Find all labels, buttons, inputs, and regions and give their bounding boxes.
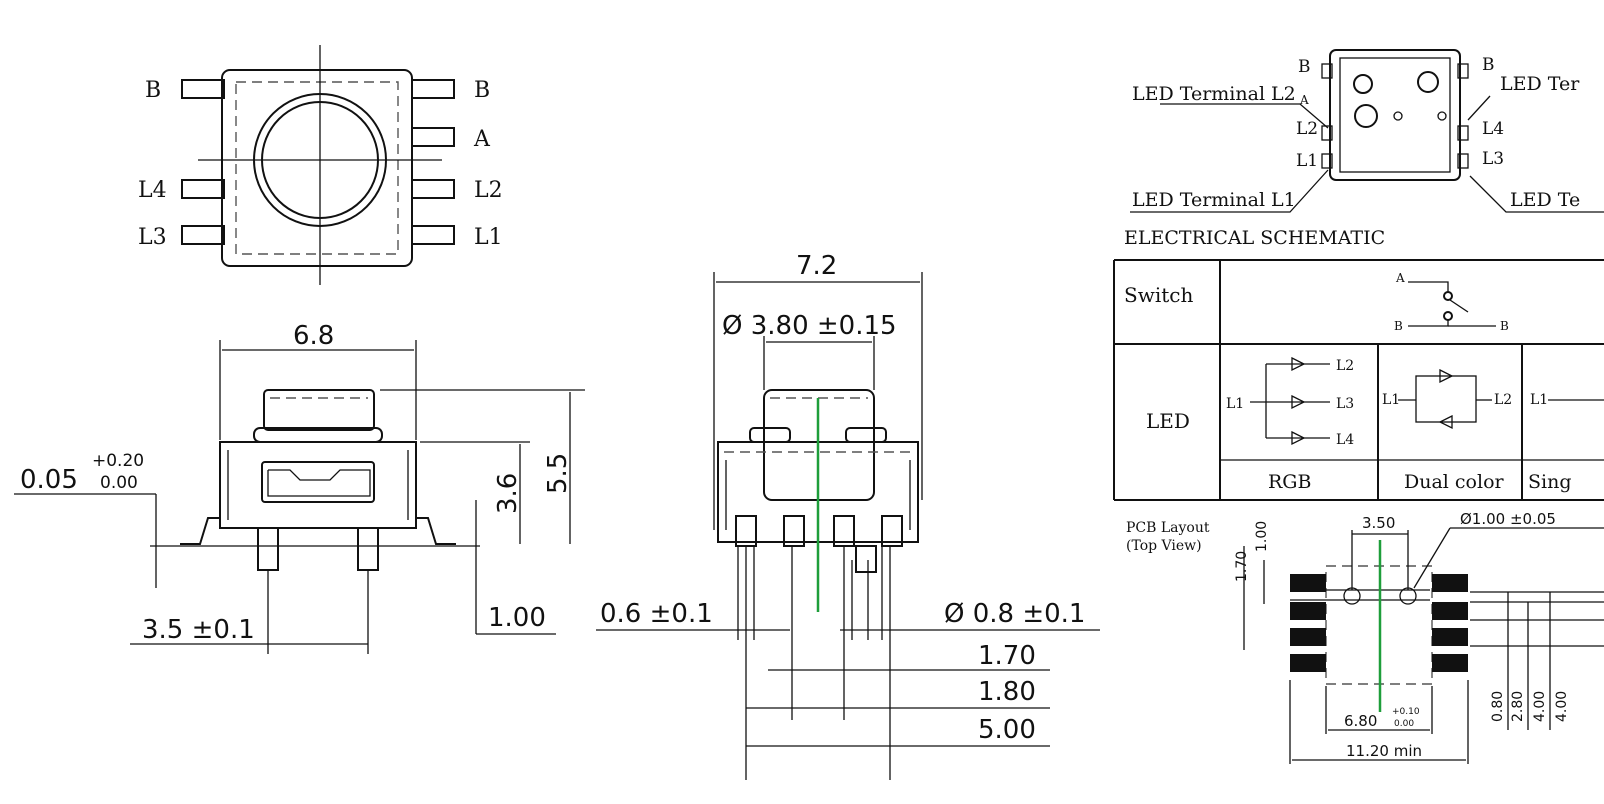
dim-tolerance-value: 0.05 [20, 465, 78, 495]
row-switch-label: Switch [1124, 283, 1193, 307]
rgb-pin-l4: L4 [1336, 432, 1354, 448]
dim-1-80: 1.80 [978, 677, 1036, 707]
col-rgb: RGB [1268, 471, 1311, 493]
top-label-l3: L3 [138, 225, 167, 250]
pcb-dim-1-70: 1.70 [1234, 551, 1250, 582]
pcb-dim-4-00-b: 4.00 [1554, 691, 1570, 722]
led-pin-b-right: B [1482, 55, 1495, 75]
electrical-schematic: ELECTRICAL SCHEMATIC Switch LED A B B L1… [1113, 227, 1604, 501]
pcb-layout: PCB Layout (Top View) 1.70 1.00 3.50 Ø1.… [1126, 510, 1604, 764]
led-terminal-l1: LED Terminal L1 [1132, 189, 1296, 211]
pcb-dim-6-80: 6.80 [1344, 712, 1377, 730]
rgb-pin-l3: L3 [1336, 396, 1354, 412]
dual-pin-l2: L2 [1494, 392, 1512, 408]
dim-width-6-8: 6.8 [293, 321, 334, 351]
side-view: 6.8 5.5 3.6 0.05 +0.20 0.00 3.5 ±0.1 1.0… [14, 321, 585, 654]
top-label-b-right: B [474, 78, 490, 103]
switch-pin-a: A [1395, 271, 1405, 285]
schematic-title: ELECTRICAL SCHEMATIC [1124, 227, 1385, 249]
dim-height-3-6: 3.6 [493, 473, 523, 514]
led-pin-b-left: B [1298, 57, 1311, 77]
rgb-pin-l2: L2 [1336, 358, 1354, 374]
dim-tolerance-plus: +0.20 [92, 451, 144, 471]
dim-pin-width: 0.6 ±0.1 [600, 599, 713, 629]
pcb-dim-6-80-minus: 0.00 [1394, 719, 1414, 729]
top-label-b-left: B [145, 78, 161, 103]
pcb-dim-2-80: 2.80 [1510, 691, 1526, 722]
switch-pin-b-right: B [1500, 319, 1509, 333]
pcb-title-line2: (Top View) [1126, 538, 1202, 554]
top-label-l4: L4 [138, 178, 167, 203]
led-pin-l4: L4 [1482, 119, 1504, 139]
pcb-dim-0-80: 0.80 [1490, 691, 1506, 722]
dim-pin-diameter: Ø 0.8 ±0.1 [944, 599, 1085, 629]
col-single: Sing [1528, 471, 1572, 493]
single-pin-l1: L1 [1530, 392, 1548, 408]
pcb-dim-11-20: 11.20 min [1346, 742, 1422, 760]
dim-pin-pitch: 3.5 ±0.1 [142, 615, 255, 645]
dim-standoff: 1.00 [488, 603, 546, 633]
col-dual-color: Dual color [1404, 471, 1505, 493]
led-terminal-l2: LED Terminal L2 [1132, 83, 1296, 105]
top-view: B L4 L3 B A L2 L1 [138, 45, 503, 285]
led-pin-l3: L3 [1482, 149, 1504, 169]
led-pin-l1: L1 [1296, 151, 1318, 171]
led-terminal-view: LED Terminal L2 LED Terminal L1 LED Ter … [1130, 49, 1604, 213]
switch-pin-b-left: B [1394, 319, 1403, 333]
dim-cap-diameter: Ø 3.80 ±0.15 [722, 311, 897, 341]
dual-pin-l1: L1 [1382, 392, 1400, 408]
top-label-l2: L2 [474, 178, 503, 203]
led-terminal-right-top: LED Ter [1500, 73, 1580, 95]
pcb-dim-6-80-plus: +0.10 [1392, 707, 1420, 717]
led-terminal-right-bottom: LED Te [1510, 189, 1580, 211]
dim-height-5-5: 5.5 [543, 453, 573, 494]
pcb-title-line1: PCB Layout [1126, 520, 1210, 536]
dim-tolerance-minus: 0.00 [100, 473, 138, 493]
pcb-dim-3-50: 3.50 [1362, 514, 1395, 532]
top-label-l1: L1 [474, 225, 503, 250]
led-pin-l2: L2 [1296, 119, 1318, 139]
row-led-label: LED [1146, 409, 1190, 433]
pcb-hole-diameter: Ø1.00 ±0.05 [1460, 510, 1556, 528]
rgb-pin-l1: L1 [1226, 396, 1244, 412]
top-label-a: A [473, 127, 491, 152]
pcb-dim-1-00: 1.00 [1254, 521, 1270, 552]
led-pin-a: A [1299, 93, 1309, 107]
dim-front-width: 7.2 [796, 251, 837, 281]
pcb-dim-4-00: 4.00 [1532, 691, 1548, 722]
dim-1-70: 1.70 [978, 641, 1036, 671]
front-view: 7.2 Ø 3.80 ±0.15 0.6 ±0.1 Ø 0.8 ± [596, 251, 1100, 780]
dim-5-00: 5.00 [978, 715, 1036, 745]
